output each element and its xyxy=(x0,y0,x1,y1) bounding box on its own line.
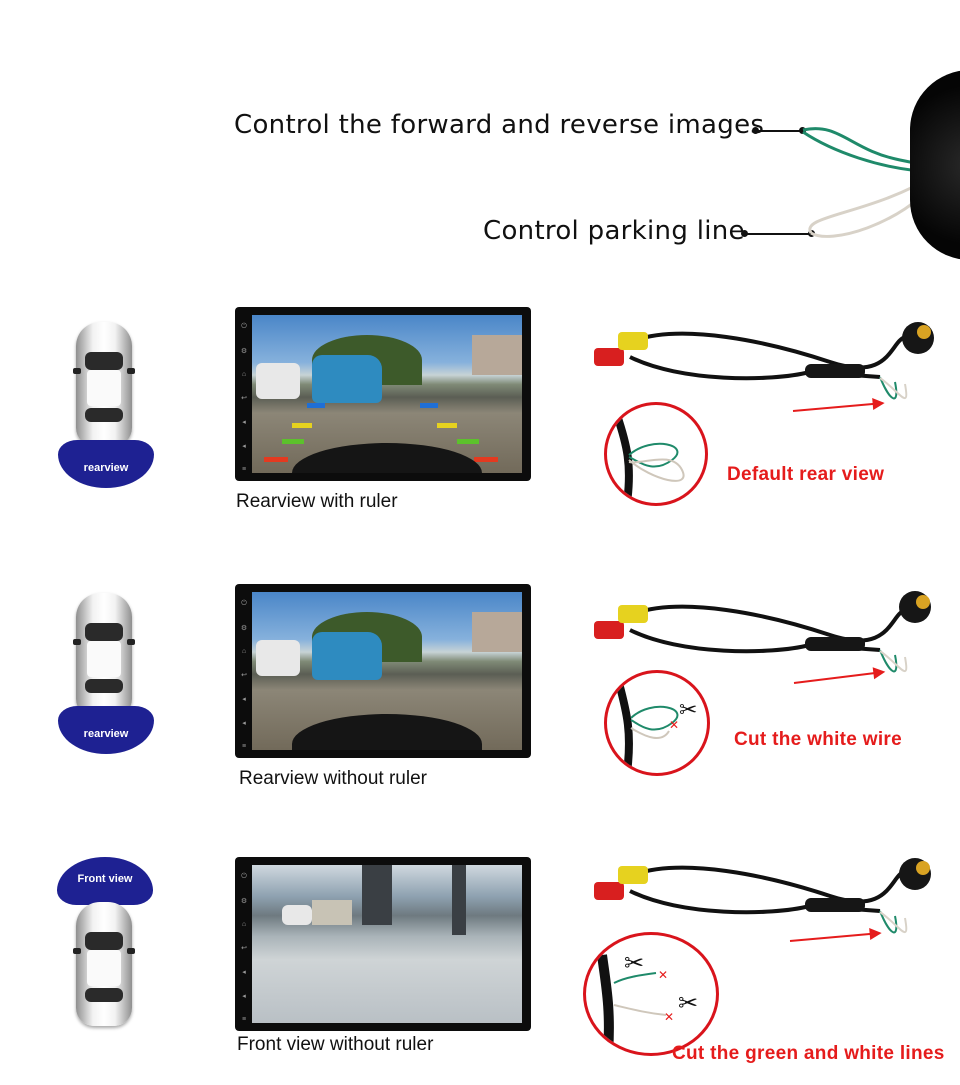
settings-icon[interactable]: ⚙ xyxy=(240,348,248,355)
guide-line-red xyxy=(264,457,288,462)
back-icon[interactable]: ↩ xyxy=(241,672,247,679)
forward-reverse-label: Control the forward and reverse images xyxy=(234,110,765,140)
front-view-badge: Front view xyxy=(57,857,153,905)
top-wires-illustration xyxy=(802,127,940,238)
volume-down-icon[interactable]: ◂ xyxy=(242,993,246,1000)
power-icon[interactable]: ⏻ xyxy=(241,873,247,880)
svg-text:✂: ✂ xyxy=(624,949,644,977)
wiring-caption: Cut the green and white lines xyxy=(672,1043,945,1064)
wire-detail-circle: ✕ ✂ xyxy=(604,670,710,776)
car-icon xyxy=(73,322,135,446)
camera-cable-illustration xyxy=(594,591,931,673)
settings-icon[interactable]: ⚙ xyxy=(240,898,248,905)
camera-feed xyxy=(252,315,522,473)
leader-dot xyxy=(799,127,806,134)
home-icon[interactable]: ⌂ xyxy=(241,921,247,928)
back-icon[interactable]: ↩ xyxy=(241,945,247,952)
screen-caption: Rearview with ruler xyxy=(236,491,398,512)
leader-dot xyxy=(741,230,748,237)
camera-feed xyxy=(252,592,522,750)
tablet-side-buttons: ⏻ ⚙ ⌂ ↩ ◂ ◂ ≡ xyxy=(240,323,248,473)
head-unit-screen: ⏻ ⚙ ⌂ ↩ ◂ ◂ ≡ xyxy=(235,307,531,481)
back-icon[interactable]: ↩ xyxy=(241,395,247,402)
home-icon[interactable]: ⌂ xyxy=(241,371,247,378)
svg-text:✂: ✂ xyxy=(679,698,697,723)
guide-line-green xyxy=(457,439,479,444)
svg-text:✂: ✂ xyxy=(678,989,698,1017)
car-icon xyxy=(73,593,135,717)
wire-detail-circle: ✕ ✂ ✕ ✂ xyxy=(583,932,719,1056)
volume-up-icon[interactable]: ◂ xyxy=(242,696,246,703)
camera-cable-illustration xyxy=(594,858,931,934)
home-icon[interactable]: ⌂ xyxy=(241,648,247,655)
power-icon[interactable]: ⏻ xyxy=(241,323,247,330)
settings-icon[interactable]: ⚙ xyxy=(240,625,248,632)
screen-caption: Rearview without ruler xyxy=(239,768,427,789)
leader-dot xyxy=(752,127,759,134)
rearview-badge: rearview xyxy=(58,706,154,754)
guide-line-blue xyxy=(307,403,325,408)
wire-detail-circle xyxy=(604,402,708,506)
volume-up-icon[interactable]: ◂ xyxy=(242,419,246,426)
car-icon xyxy=(73,902,135,1026)
parking-line-label: Control parking line xyxy=(483,216,745,246)
wiring-caption: Cut the white wire xyxy=(734,729,902,750)
menu-icon[interactable]: ≡ xyxy=(241,466,247,473)
volume-up-icon[interactable]: ◂ xyxy=(242,969,246,976)
svg-text:✕: ✕ xyxy=(664,1010,674,1024)
head-unit-screen: ⏻ ⚙ ⌂ ↩ ◂ ◂ ≡ xyxy=(235,857,531,1031)
head-unit-screen: ⏻ ⚙ ⌂ ↩ ◂ ◂ ≡ xyxy=(235,584,531,758)
power-icon[interactable]: ⏻ xyxy=(241,600,247,607)
volume-down-icon[interactable]: ◂ xyxy=(242,443,246,450)
tablet-side-buttons: ⏻ ⚙ ⌂ ↩ ◂ ◂ ≡ xyxy=(240,600,248,750)
leader-line xyxy=(745,233,811,235)
rearview-badge: rearview xyxy=(58,440,154,488)
camera-body xyxy=(910,70,960,260)
menu-icon[interactable]: ≡ xyxy=(241,1016,247,1023)
leader-line xyxy=(756,130,804,132)
volume-down-icon[interactable]: ◂ xyxy=(242,720,246,727)
tablet-side-buttons: ⏻ ⚙ ⌂ ↩ ◂ ◂ ≡ xyxy=(240,873,248,1023)
wiring-caption: Default rear view xyxy=(727,464,885,485)
guide-line-red xyxy=(474,457,498,462)
menu-icon[interactable]: ≡ xyxy=(241,743,247,750)
guide-line-blue xyxy=(420,403,438,408)
svg-text:✕: ✕ xyxy=(658,968,668,982)
camera-cable-illustration xyxy=(594,322,934,400)
guide-line-yellow xyxy=(437,423,457,428)
svg-text:✕: ✕ xyxy=(669,718,679,732)
guide-line-green xyxy=(282,439,304,444)
screen-caption: Front view without ruler xyxy=(237,1034,434,1055)
camera-feed xyxy=(252,865,522,1023)
guide-line-yellow xyxy=(292,423,312,428)
